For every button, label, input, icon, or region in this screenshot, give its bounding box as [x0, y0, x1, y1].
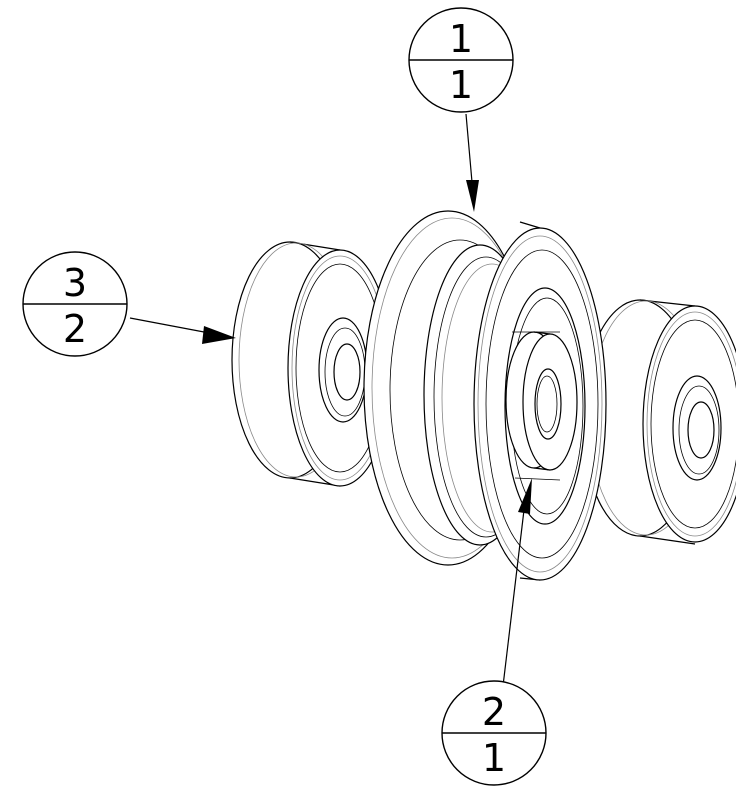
balloon-2-qty: 1: [482, 736, 506, 780]
leader-2: [502, 478, 532, 687]
balloon-2: 2 1: [441, 680, 547, 786]
balloon-1-item: 1: [449, 17, 473, 61]
balloon-3-item: 3: [63, 261, 87, 305]
balloon-1-qty: 1: [449, 63, 473, 107]
leader-1: [465, 113, 479, 212]
balloon-3-qty: 2: [63, 307, 87, 351]
right-bearing: [581, 299, 736, 545]
spacer: [505, 331, 578, 471]
balloon-2-item: 2: [482, 690, 506, 734]
leader-3: [129, 317, 236, 344]
balloon-1: 1 1: [408, 7, 514, 113]
balloon-3: 3 2: [22, 251, 128, 357]
